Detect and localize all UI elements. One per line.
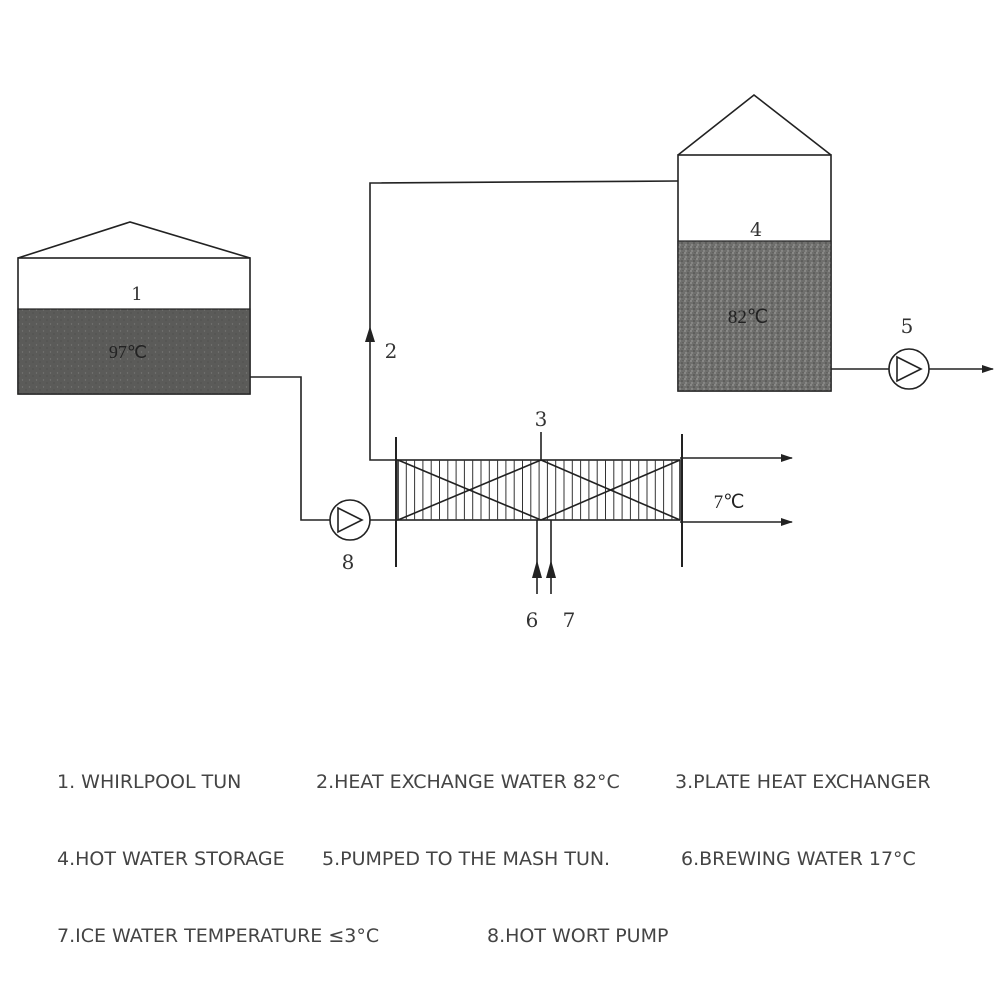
hot-wort-pump: 8 [329,499,371,574]
label-5: 5 [901,314,914,338]
pump5-icon [896,355,923,383]
whirlpool-tun-roof [17,221,251,259]
label-4: 4 [750,219,762,241]
pipe2-arrow-icon [365,326,375,342]
tank4-temperature: 82℃ [728,307,768,328]
tank1-temperature: 97℃ [109,342,147,362]
label-6: 6 [526,608,539,632]
label-7: 7 [563,608,576,632]
pump8-casing [329,499,371,541]
label-2: 2 [385,339,398,363]
hot-water-storage-roof [677,93,832,156]
plate-heat-exchanger: 3 [395,407,683,567]
hot-water-storage-liquid [677,240,832,392]
label-3: 3 [535,407,548,431]
exchanger-plates [405,460,673,520]
mash-tun-pump: 5 [888,314,930,390]
inlet-6-arrow-icon [532,560,542,578]
label-8: 8 [342,550,355,574]
exchanger-cross-a2 [397,459,542,521]
pump5-casing [888,348,930,390]
label-1: 1 [131,284,142,305]
wort-pipe [250,376,330,521]
inlet-7-arrow-icon [546,560,556,578]
pump8-icon [337,506,364,534]
outlet-temperature: 7℃ [714,492,745,513]
whirlpool-tun-liquid [17,308,251,395]
hot-water-storage: 4 82℃ [677,93,832,392]
exchanger-cross-b2 [540,459,681,521]
whirlpool-tun: 1 97℃ [17,221,251,395]
heat-exchange-water-pipe [369,180,679,461]
